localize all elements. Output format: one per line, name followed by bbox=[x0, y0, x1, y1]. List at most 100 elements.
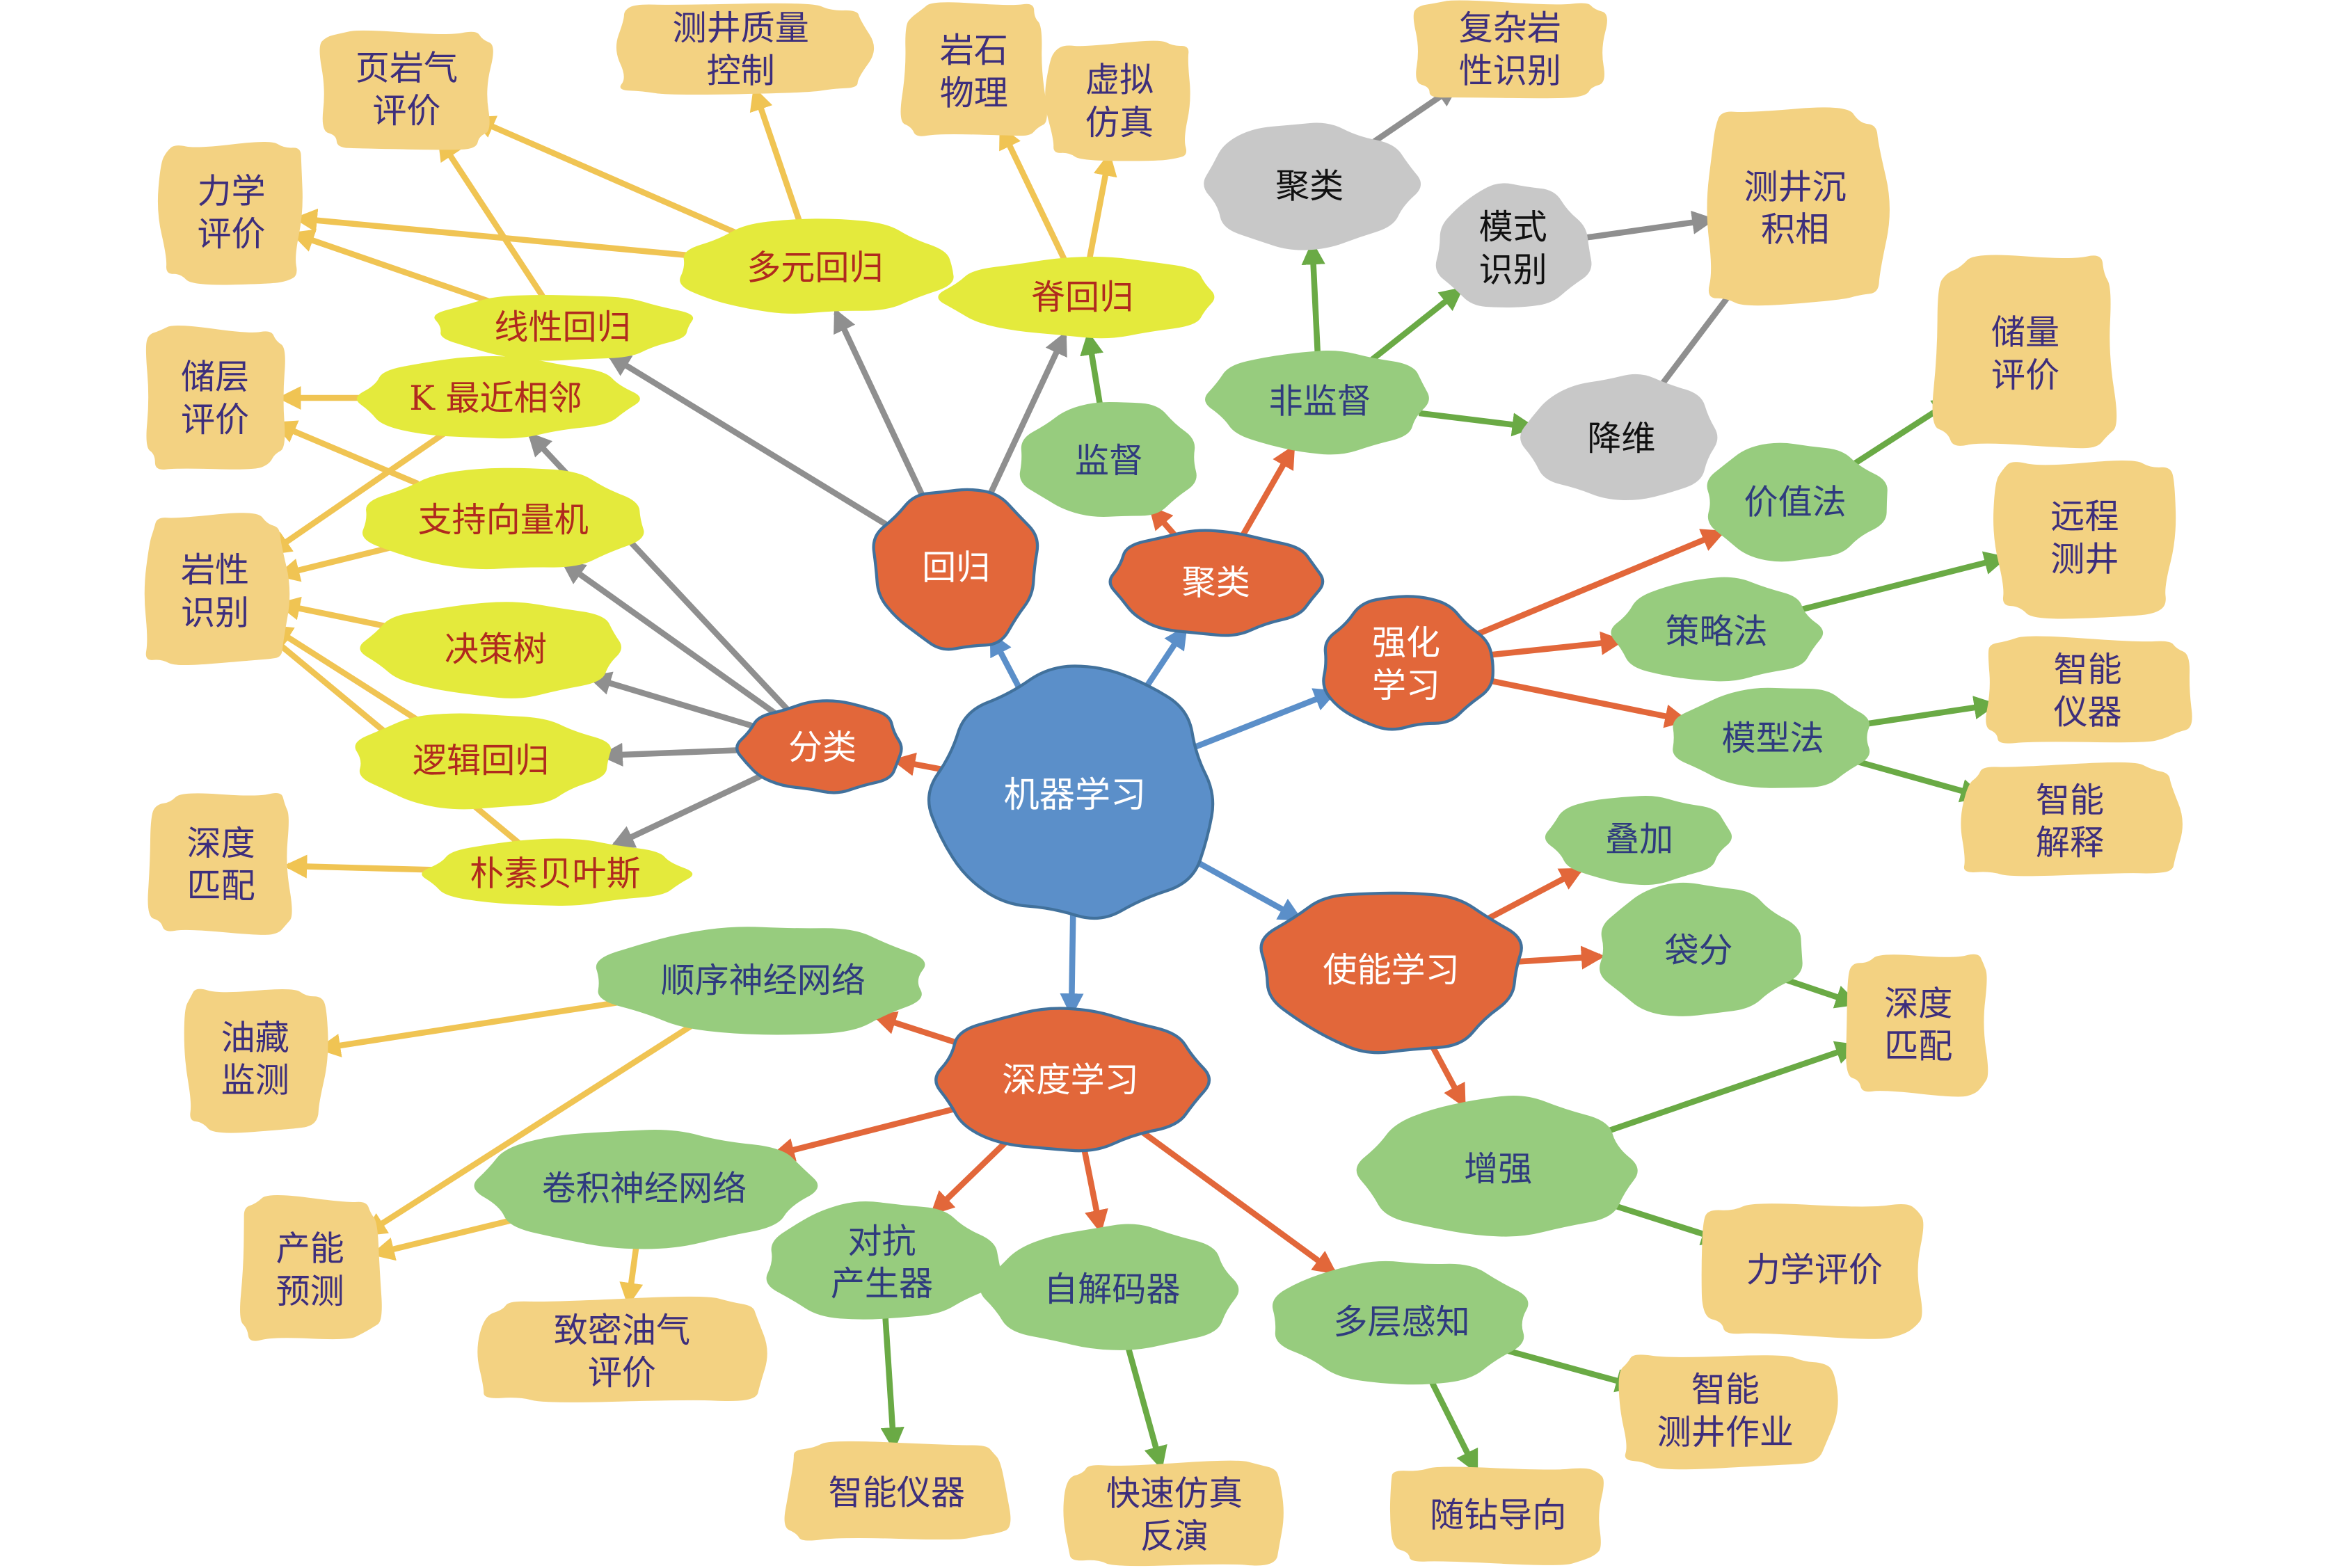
node-label: 物理 bbox=[940, 72, 1008, 113]
center-node-shape bbox=[927, 664, 1215, 920]
green-node-shape bbox=[766, 1201, 1002, 1320]
green-node-shape bbox=[596, 927, 925, 1035]
node-knn[interactable]: K 最近相邻 bbox=[356, 356, 640, 439]
node-label: 力学 bbox=[197, 171, 265, 211]
tan-node-shape bbox=[1993, 460, 2176, 619]
tan-node-shape bbox=[784, 1441, 1011, 1541]
edge-clu-to-sup bbox=[1148, 505, 1180, 541]
node-unsup[interactable]: 非监督 bbox=[1205, 351, 1429, 455]
gray-node-shape bbox=[1435, 183, 1592, 307]
node-lreg[interactable]: 线性回归 bbox=[434, 294, 694, 361]
yellow-node-shape bbox=[355, 713, 612, 810]
edge-dl-to-cnn bbox=[770, 1105, 958, 1162]
node-label: 逻辑回归 bbox=[413, 740, 549, 781]
node-label: 性识别 bbox=[1459, 50, 1561, 90]
node-clug[interactable]: 聚类 bbox=[1204, 122, 1421, 250]
node-label: 随钻导向 bbox=[1430, 1494, 1566, 1535]
node-rnn[interactable]: 顺序神经网络 bbox=[596, 927, 925, 1035]
edge-dl-to-rnn bbox=[872, 1011, 965, 1048]
green-node-shape bbox=[1205, 351, 1429, 455]
node-svm[interactable]: 支持向量机 bbox=[362, 467, 644, 570]
node-nb[interactable]: 朴素贝叶斯 bbox=[422, 838, 693, 906]
node-mod[interactable]: 模型法 bbox=[1673, 687, 1870, 788]
edge-cnn-to-tight bbox=[619, 1242, 644, 1307]
edge-lreg-to-shale bbox=[438, 136, 545, 298]
edge-boost-to-dm2 bbox=[1602, 1041, 1860, 1136]
node-label: 决策树 bbox=[445, 629, 547, 669]
node-mech[interactable]: 力学评价 bbox=[157, 142, 303, 285]
node-ae[interactable]: 自解码器 bbox=[980, 1224, 1239, 1350]
node-dt[interactable]: 决策树 bbox=[360, 602, 621, 698]
edge-unsup-to-pat bbox=[1370, 287, 1464, 362]
node-label: 匹配 bbox=[187, 865, 255, 906]
edge-svm-to-resl bbox=[272, 420, 420, 487]
node-label: 匹配 bbox=[1884, 1026, 1952, 1066]
node-reg[interactable]: 回归 bbox=[872, 488, 1039, 651]
node-val[interactable]: 价值法 bbox=[1707, 442, 1888, 562]
node-label: 储层 bbox=[181, 357, 249, 397]
edge-rnn-to-monitor bbox=[317, 998, 625, 1057]
node-sup[interactable]: 监督 bbox=[1019, 402, 1197, 517]
node-mlp[interactable]: 多层感知 bbox=[1272, 1261, 1529, 1385]
node-label: 预测 bbox=[276, 1271, 344, 1311]
node-dim[interactable]: 降维 bbox=[1520, 374, 1718, 501]
edge-ml-to-clu bbox=[1138, 625, 1188, 696]
node-label: 智能 bbox=[2054, 649, 2122, 689]
node-label: 回归 bbox=[922, 547, 990, 588]
tan-node-shape bbox=[1961, 762, 2183, 877]
node-inst2[interactable]: 智能仪器 bbox=[784, 1441, 1011, 1541]
edge-unsup-to-clug bbox=[1301, 241, 1325, 353]
node-mech2[interactable]: 力学评价 bbox=[1701, 1203, 1924, 1339]
yellow-node-shape bbox=[680, 218, 954, 314]
edge-pat-to-facies bbox=[1583, 210, 1716, 241]
node-clu[interactable]: 聚类 bbox=[1108, 529, 1325, 637]
yellow-node-shape bbox=[434, 294, 694, 361]
edge-ml-to-cls bbox=[891, 752, 949, 776]
node-stack[interactable]: 叠加 bbox=[1545, 795, 1732, 886]
node-label: 虚拟 bbox=[1085, 60, 1154, 100]
node-label: 评价 bbox=[372, 90, 440, 131]
edge-cls-to-logr bbox=[598, 742, 748, 767]
node-cls[interactable]: 分类 bbox=[735, 699, 903, 794]
node-label: 支持向量机 bbox=[417, 499, 588, 540]
edge-reg-to-lreg bbox=[606, 353, 894, 531]
green-node-shape bbox=[474, 1129, 818, 1249]
node-geosteer[interactable]: 随钻导向 bbox=[1389, 1466, 1604, 1565]
node-label: 深度 bbox=[1884, 983, 1952, 1023]
node-ml[interactable]: 机器学习 bbox=[927, 664, 1215, 920]
node-mreg[interactable]: 多元回归 bbox=[680, 218, 954, 314]
node-boost[interactable]: 增强 bbox=[1356, 1095, 1638, 1237]
node-en[interactable]: 使能学习 bbox=[1259, 891, 1523, 1055]
node-bag[interactable]: 袋分 bbox=[1600, 882, 1803, 1016]
node-pol[interactable]: 策略法 bbox=[1611, 577, 1824, 682]
tan-node-shape bbox=[145, 326, 285, 470]
tan-node-shape bbox=[616, 3, 875, 95]
node-dl[interactable]: 深度学习 bbox=[934, 1007, 1211, 1153]
node-ridge[interactable]: 脊回归 bbox=[938, 256, 1215, 339]
node-inst1[interactable]: 智能仪器 bbox=[1986, 636, 2192, 744]
node-cnn[interactable]: 卷积神经网络 bbox=[474, 1129, 818, 1249]
node-logr[interactable]: 逻辑回归 bbox=[355, 713, 612, 810]
orange-node-shape bbox=[1259, 891, 1523, 1055]
